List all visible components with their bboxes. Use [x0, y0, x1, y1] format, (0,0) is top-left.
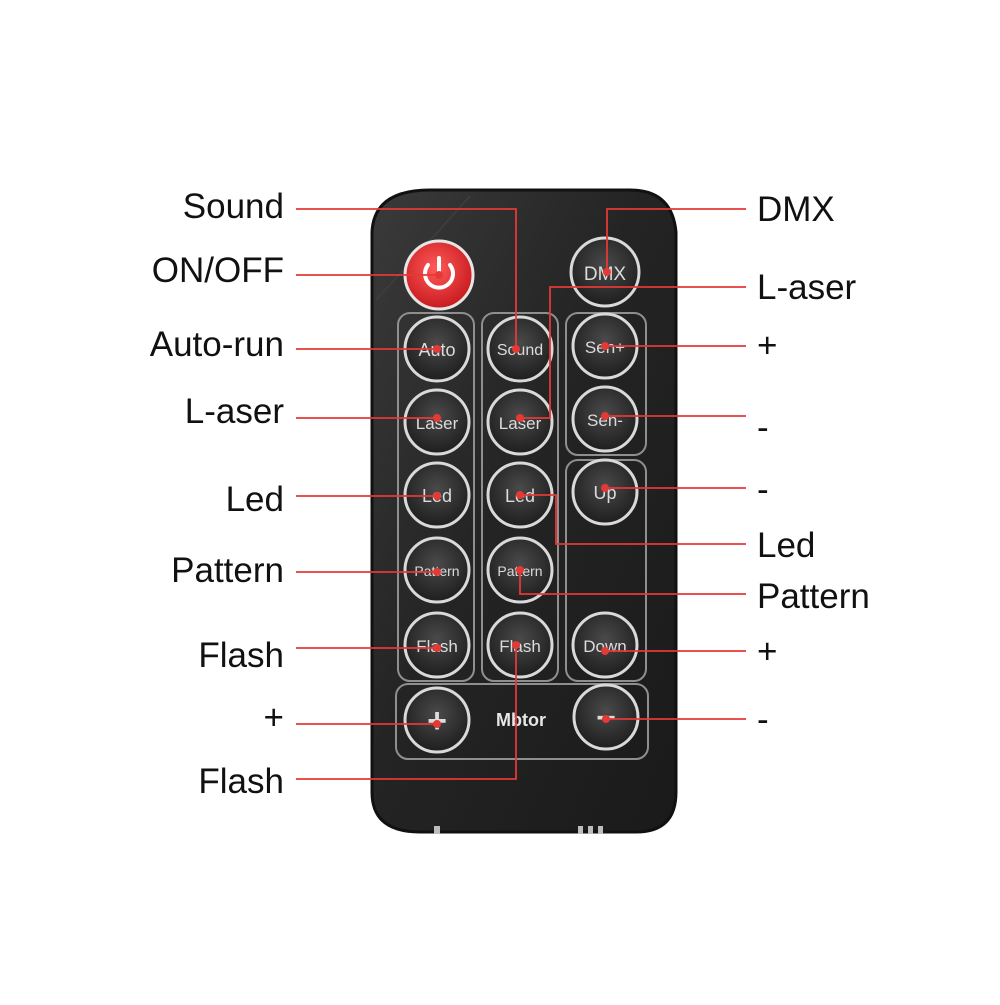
label-minus-bottom: -	[757, 702, 769, 737]
flash-mid-button-label: Flash	[499, 637, 541, 656]
motor-label: Mbtor	[496, 710, 546, 730]
label-plus-left: +	[264, 700, 284, 735]
label-pattern-right: Pattern	[757, 579, 870, 614]
label-dmx: DMX	[757, 192, 835, 227]
label-flash-bottom: Flash	[198, 764, 284, 799]
down-button[interactable]: Down	[573, 613, 637, 677]
label-minus-2: -	[757, 472, 769, 507]
label-l-aser-right: L-aser	[757, 270, 856, 305]
label-pattern-left: Pattern	[171, 553, 284, 588]
label-led-left: Led	[226, 482, 284, 517]
label-minus-1: -	[757, 410, 769, 445]
sound-button-label: Sound	[497, 342, 543, 359]
label-on-off: ON/OFF	[152, 253, 284, 288]
label-led-right: Led	[757, 528, 815, 563]
label-l-aser-left: L-aser	[185, 394, 284, 429]
label-flash-left: Flash	[198, 638, 284, 673]
label-plus-bottom: +	[757, 634, 777, 669]
label-sound: Sound	[183, 189, 284, 224]
label-plus-top: +	[757, 328, 777, 363]
label-auto-run: Auto-run	[150, 327, 284, 362]
